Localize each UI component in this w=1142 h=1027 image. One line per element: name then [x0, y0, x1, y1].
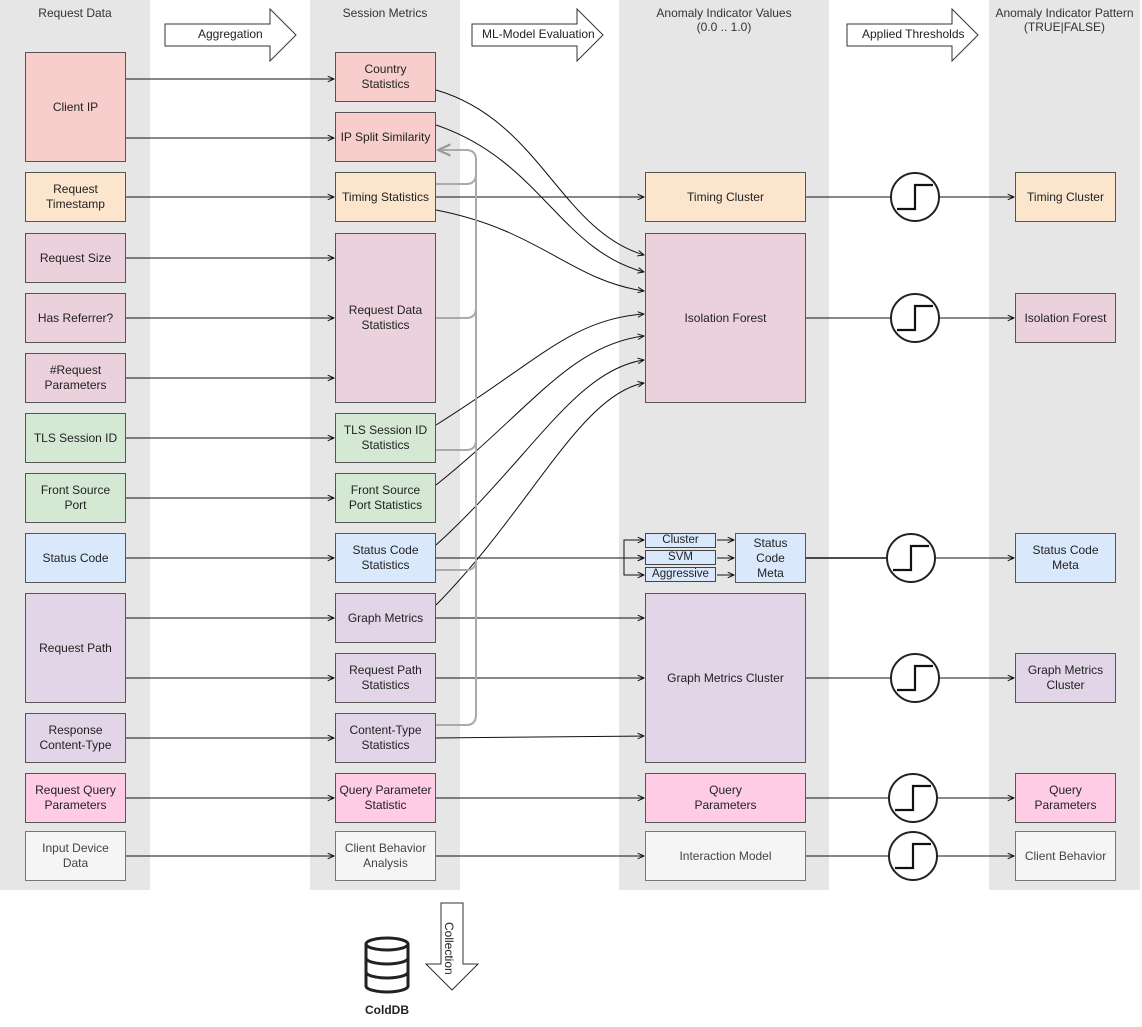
- thresholds-arrow: Applied Thresholds: [846, 7, 980, 63]
- database-icon: [364, 936, 410, 994]
- thresholds-label: Applied Thresholds: [862, 27, 965, 41]
- thresholds-arrow-shape: [846, 7, 979, 63]
- lane-title-request-data: Request Data: [38, 6, 112, 20]
- threshold-step-icon: [886, 533, 936, 583]
- status-code-meta-pattern-node: Status Code Meta: [1015, 533, 1116, 583]
- aggregation-label: Aggregation: [198, 27, 263, 41]
- cluster-model-node: Cluster: [645, 533, 716, 548]
- graph-metrics-cluster-pattern-node: Graph Metrics Cluster: [1015, 653, 1116, 703]
- aggregation-arrow-shape: [164, 7, 297, 63]
- query-parameters-pattern-node: Query Parameters: [1015, 773, 1116, 823]
- front-source-port-node: Front Source Port: [25, 473, 126, 523]
- has-referrer-node: Has Referrer?: [25, 293, 126, 343]
- svm-model-node: SVM: [645, 550, 716, 565]
- tls-session-id-node: TLS Session ID: [25, 413, 126, 463]
- front-source-port-statistics-node: Front Source Port Statistics: [335, 473, 436, 523]
- status-code-node: Status Code: [25, 533, 126, 583]
- input-device-data-node: Input Device Data: [25, 831, 126, 881]
- country-statistics-node: Country Statistics: [335, 52, 436, 102]
- client-ip-node: Client IP: [25, 52, 126, 162]
- lane-title-anomaly-values: Anomaly Indicator Values (0.0 .. 1.0): [656, 6, 792, 34]
- client-behavior-pattern-node: Client Behavior: [1015, 831, 1116, 881]
- ml-evaluation-arrow-shape: [471, 7, 604, 63]
- threshold-step-icon: [890, 293, 940, 343]
- collection-arrow: Collection: [424, 902, 480, 992]
- aggregation-arrow: Aggregation: [164, 7, 298, 63]
- request-query-parameters-node: Request Query Parameters: [25, 773, 126, 823]
- request-parameters-node: #Request Parameters: [25, 353, 126, 403]
- collection-arrow-shape: [424, 902, 480, 991]
- aggressive-model-node: Aggressive: [645, 567, 716, 582]
- isolation-forest-model-node: Isolation Forest: [645, 233, 806, 403]
- client-behavior-analysis-node: Client Behavior Analysis: [335, 831, 436, 881]
- request-data-statistics-node: Request Data Statistics: [335, 233, 436, 403]
- status-code-meta-model-node: Status Code Meta: [735, 533, 806, 583]
- isolation-forest-pattern-node: Isolation Forest: [1015, 293, 1116, 343]
- query-parameter-statistic-node: Query Parameter Statistic: [335, 773, 436, 823]
- content-type-statistics-node: Content-Type Statistics: [335, 713, 436, 763]
- ml-evaluation-arrow: ML-Model Evaluation: [471, 7, 605, 63]
- status-code-statistics-node: Status Code Statistics: [335, 533, 436, 583]
- lane-title-session-metrics: Session Metrics: [342, 6, 428, 20]
- lane-title-anomaly-pattern: Anomaly Indicator Pattern (TRUE|FALSE): [995, 6, 1134, 34]
- request-size-node: Request Size: [25, 233, 126, 283]
- ml-evaluation-label: ML-Model Evaluation: [482, 27, 595, 41]
- request-path-statistics-node: Request Path Statistics: [335, 653, 436, 703]
- threshold-step-icon: [888, 773, 938, 823]
- colddb-label: ColdDB: [365, 1003, 409, 1017]
- interaction-model-node: Interaction Model: [645, 831, 806, 881]
- request-timestamp-node: Request Timestamp: [25, 172, 126, 222]
- threshold-step-icon: [888, 831, 938, 881]
- graph-metrics-node: Graph Metrics: [335, 593, 436, 643]
- timing-statistics-node: Timing Statistics: [335, 172, 436, 222]
- request-path-node: Request Path: [25, 593, 126, 703]
- lane-anomaly-pattern: Anomaly Indicator Pattern (TRUE|FALSE): [989, 0, 1140, 890]
- tls-session-id-statistics-node: TLS Session ID Statistics: [335, 413, 436, 463]
- response-content-type-node: Response Content-Type: [25, 713, 126, 763]
- graph-metrics-cluster-model-node: Graph Metrics Cluster: [645, 593, 806, 763]
- threshold-step-icon: [890, 172, 940, 222]
- query-parameters-model-node: Query Parameters: [645, 773, 806, 823]
- timing-cluster-pattern-node: Timing Cluster: [1015, 172, 1116, 222]
- threshold-step-icon: [890, 653, 940, 703]
- timing-cluster-model-node: Timing Cluster: [645, 172, 806, 222]
- ip-split-similarity-node: IP Split Similarity: [335, 112, 436, 162]
